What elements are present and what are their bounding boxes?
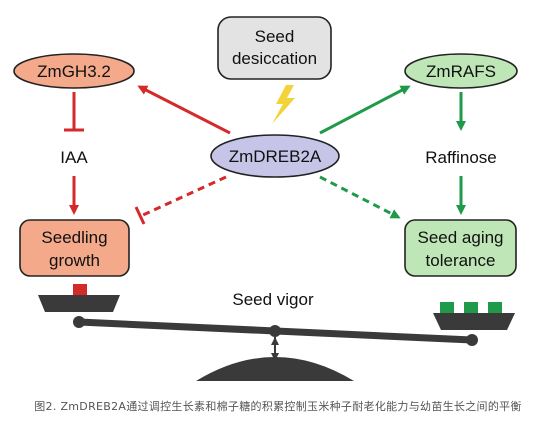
seedling-growth-label-2: growth bbox=[49, 251, 100, 270]
left-pan bbox=[38, 295, 120, 312]
stem-up-arrowhead bbox=[271, 337, 279, 345]
seed-aging-tolerance-label-2: tolerance bbox=[426, 251, 496, 270]
scale-fulcrum-pivot bbox=[269, 325, 281, 337]
zmdreb2a-node: ZmDREB2A bbox=[210, 134, 340, 178]
seed-vigor-label: Seed vigor bbox=[232, 290, 314, 309]
seed-desiccation-label-2: desiccation bbox=[232, 49, 317, 68]
seed-desiccation-node: Seed desiccation bbox=[217, 16, 332, 80]
right-pan-pivot bbox=[466, 334, 478, 346]
green-weight-3 bbox=[488, 302, 502, 313]
raffinose-label: Raffinose bbox=[425, 148, 497, 167]
inhibition-zmgh3-2-to-iaa bbox=[64, 92, 84, 132]
seedling-growth-node: Seedling growth bbox=[19, 219, 130, 277]
arrow-to-zmgh3-2 bbox=[137, 85, 231, 135]
zmgh3-2-label: ZmGH3.2 bbox=[37, 62, 111, 81]
figure-caption: 图2. ZmDREB2A通过调控生长素和棉子糖的积累控制玉米种子耐老化能力与幼苗… bbox=[34, 400, 522, 413]
dashed-inhibition-to-seedling-growth bbox=[134, 175, 227, 225]
dashed-arrow-to-seed-aging-tolerance bbox=[319, 175, 401, 219]
seed-aging-tolerance-label-1: Seed aging bbox=[417, 228, 503, 247]
right-pan bbox=[433, 313, 515, 330]
green-weight-1 bbox=[440, 302, 454, 313]
seed-desiccation-label-1: Seed bbox=[255, 27, 295, 46]
balance-scale bbox=[38, 284, 515, 381]
zmrafs-label: ZmRAFS bbox=[426, 62, 496, 81]
lightning-bolt-icon bbox=[272, 85, 295, 124]
iaa-label: IAA bbox=[60, 148, 88, 167]
scale-base bbox=[196, 357, 354, 381]
seed-aging-tolerance-node: Seed aging tolerance bbox=[404, 219, 517, 277]
red-weight bbox=[73, 284, 87, 295]
green-weight-2 bbox=[464, 302, 478, 313]
zmdreb2a-label: ZmDREB2A bbox=[229, 147, 322, 166]
arrow-to-zmrafs bbox=[319, 85, 411, 135]
zmrafs-node: ZmRAFS bbox=[404, 53, 518, 89]
seedling-growth-label-1: Seedling bbox=[41, 228, 107, 247]
zmgh3-2-node: ZmGH3.2 bbox=[13, 53, 135, 89]
